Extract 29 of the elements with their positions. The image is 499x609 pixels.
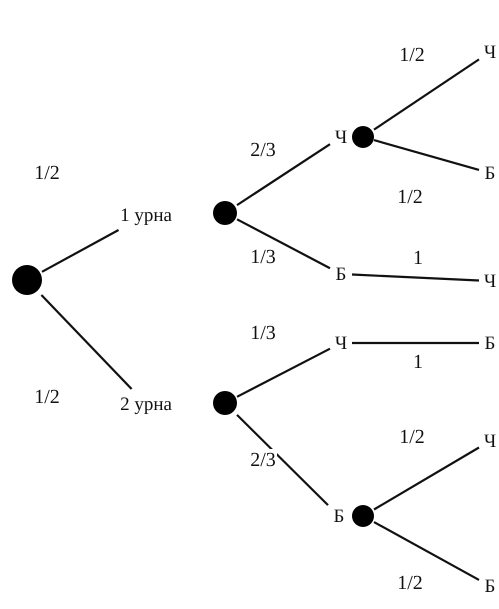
branch-label: 1 урна bbox=[109, 203, 183, 227]
branch-label: Ч bbox=[482, 270, 498, 292]
branch-label: Б bbox=[333, 263, 349, 285]
branch-label: Б bbox=[331, 505, 347, 527]
branch-label: Б bbox=[482, 162, 498, 184]
tree-node-dot bbox=[12, 265, 42, 295]
branch-line bbox=[236, 218, 331, 270]
branch-line bbox=[236, 143, 331, 206]
branch-label: Ч bbox=[482, 41, 498, 63]
branch-line bbox=[373, 521, 480, 581]
branch-label: Б bbox=[482, 332, 498, 354]
branch-label: Ч bbox=[333, 332, 349, 354]
branch-line bbox=[40, 294, 132, 390]
tree-node-dot bbox=[352, 505, 374, 527]
tree-node-dot bbox=[213, 391, 237, 415]
branch-label: Б bbox=[482, 575, 498, 597]
branch-line bbox=[352, 342, 479, 344]
branch-label: Ч bbox=[482, 430, 498, 452]
branch-line bbox=[236, 414, 329, 506]
branch-line bbox=[374, 139, 480, 171]
branch-line bbox=[373, 58, 480, 131]
branch-line bbox=[373, 446, 480, 510]
tree-node-dot bbox=[352, 126, 374, 148]
branch-line bbox=[41, 229, 120, 273]
branch-label: 2 урна bbox=[109, 392, 183, 416]
branch-line bbox=[236, 348, 330, 398]
branch-line bbox=[352, 273, 480, 282]
branch-label: Ч bbox=[333, 126, 349, 148]
tree-node-dot bbox=[213, 201, 237, 225]
